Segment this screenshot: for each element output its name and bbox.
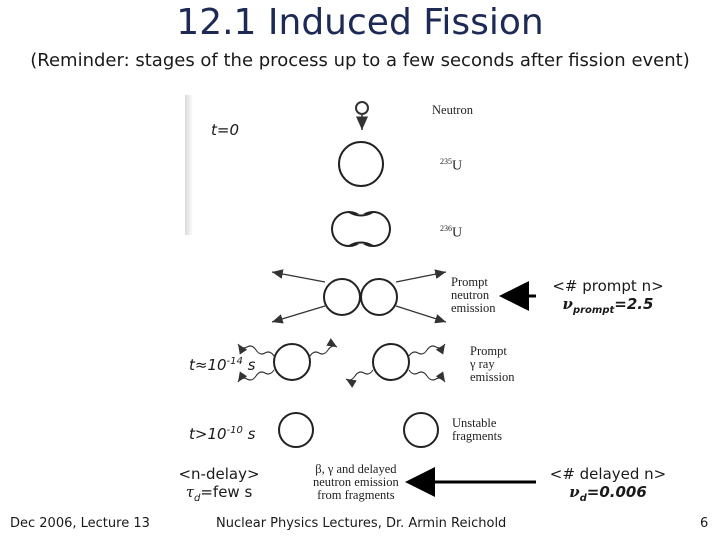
prompt-note-line1: <# prompt n> [552, 277, 664, 295]
ndelay-note-line2: τd=few s [185, 483, 253, 504]
prompt-gamma-label: Prompt γ ray emission [470, 344, 515, 384]
u236-label: 236U [440, 222, 462, 240]
unstable-fragment-right [403, 412, 439, 448]
u235-label: 235U [440, 155, 462, 173]
unstable-fragments-label: Unstable fragments [452, 416, 502, 443]
delayed-emission-label: β, γ and delayed neutron emission from f… [313, 462, 399, 502]
prompt-note-line2: νprompt=2.5 [562, 295, 654, 316]
scan-edge-shadow [185, 95, 193, 235]
delayed-neutron-note: <# delayed n> νd=0.006 [531, 465, 685, 504]
gamma-fragment-left [273, 343, 311, 381]
neutron-circle [355, 101, 369, 115]
neutron-label: Neutron [432, 103, 473, 117]
prompt-neutron-label: Prompt neutron emission [451, 275, 496, 315]
footer-course: Nuclear Physics Lectures, Dr. Armin Reic… [216, 516, 507, 531]
neutron-delay-note: <n-delay> τd=few s [166, 465, 272, 504]
slide-title: 12.1 Induced Fission [176, 2, 544, 43]
gamma-fragment-right [372, 343, 410, 381]
scission-fragment-right [360, 278, 398, 316]
time-label-t14: t≈10-14 s [189, 356, 256, 374]
u236-symbol: U [452, 225, 463, 241]
u236-nucleus [331, 211, 391, 247]
ndelay-note-line1: <n-delay> [178, 465, 260, 483]
u236-mass: 236 [440, 224, 452, 233]
fission-figure-background [185, 92, 520, 512]
time-label-t0: t=0 [211, 121, 239, 139]
footer-date: Dec 2006, Lecture 13 [10, 516, 150, 531]
unstable-fragment-left [278, 412, 314, 448]
u235-mass: 235 [440, 157, 452, 166]
slide-subtitle: (Reminder: stages of the process up to a… [30, 50, 690, 71]
delayed-note-line2: νd=0.006 [569, 483, 647, 504]
u235-nucleus [338, 141, 384, 187]
prompt-neutron-arrows [271, 269, 447, 324]
u235-symbol: U [452, 158, 463, 174]
page-number: 6 [700, 516, 709, 531]
prompt-neutron-note: <# prompt n> νprompt=2.5 [533, 277, 683, 316]
time-label-t10: t>10-10 s [189, 425, 256, 443]
delayed-note-line1: <# delayed n> [549, 465, 667, 483]
gamma-wavy-arrows [237, 338, 446, 388]
scission-fragment-left [323, 278, 361, 316]
